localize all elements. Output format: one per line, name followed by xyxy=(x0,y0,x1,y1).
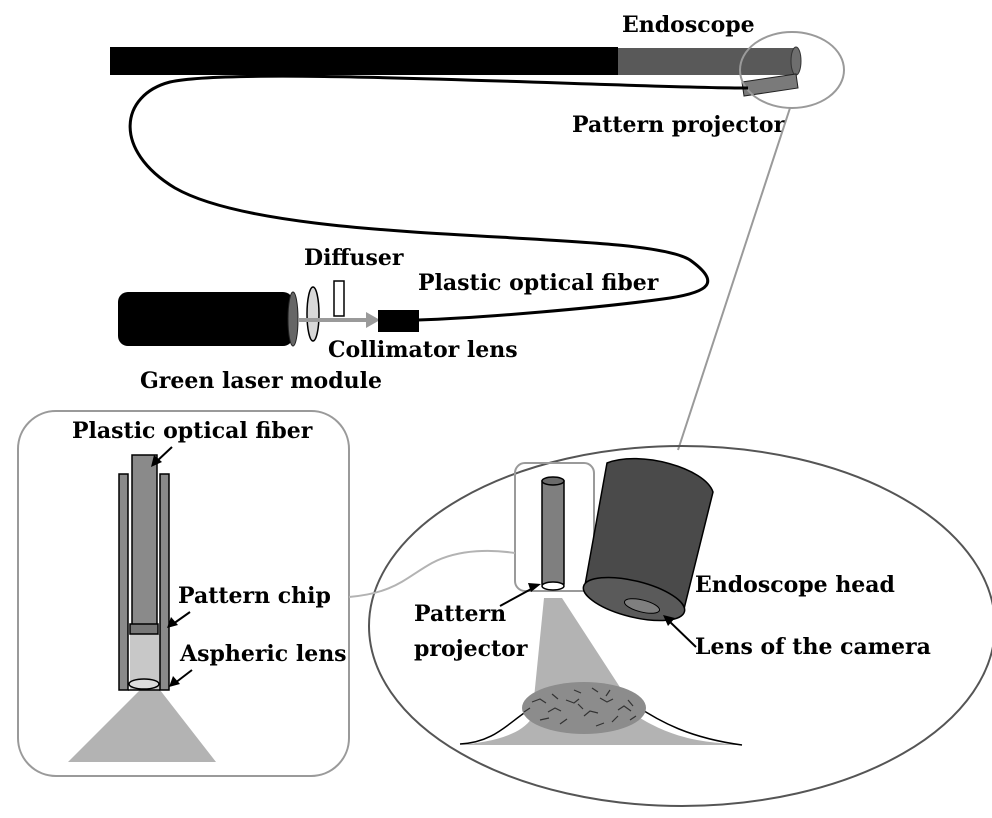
inset-connector-curve xyxy=(348,549,516,598)
camera-lens-arrow xyxy=(663,615,697,648)
pattern-projector-label-line2: projector xyxy=(414,636,528,662)
projector-detail-inset xyxy=(17,410,350,777)
plastic-optical-fiber-label: Plastic optical fiber xyxy=(418,270,659,296)
laser-beam-arrow xyxy=(299,312,380,328)
inset-optical-fiber xyxy=(131,454,158,626)
aspheric-lens-element xyxy=(128,678,160,690)
collimator-lens-label: Collimator lens xyxy=(328,337,518,363)
pattern-chip-label: Pattern chip xyxy=(178,583,331,609)
endoscope-tip xyxy=(618,48,796,75)
endoscope-label: Endoscope xyxy=(622,12,755,38)
pattern-chip-element xyxy=(129,623,159,635)
inset-fiber-label: Plastic optical fiber xyxy=(72,418,313,444)
magnifier-leader-line xyxy=(677,107,791,451)
pattern-speckle xyxy=(523,687,637,727)
illuminated-region xyxy=(460,598,742,745)
pattern-chip-arrow xyxy=(167,611,191,628)
laser-aperture xyxy=(287,291,299,347)
green-laser-module xyxy=(118,291,299,347)
pattern-projector-label-line1: Pattern xyxy=(414,601,506,627)
green-laser-module-label: Green laser module xyxy=(140,368,382,394)
projector-tube-top xyxy=(541,476,565,486)
magnified-view-circle xyxy=(368,445,992,807)
magnified-endoscope-head xyxy=(582,457,714,622)
tissue-surface xyxy=(459,598,743,746)
diffuser-label: Diffuser xyxy=(304,245,404,271)
pattern-projector-top-label: Pattern projector xyxy=(572,112,786,138)
projected-light-cone xyxy=(68,690,216,762)
magnified-pattern-projector xyxy=(541,476,565,591)
projector-tube xyxy=(541,480,565,585)
diffuser-element xyxy=(333,280,345,317)
plastic-optical-fiber-cable xyxy=(128,74,749,322)
tip-magnifier-circle xyxy=(739,31,845,109)
camera-lens-label: Lens of the camera xyxy=(695,634,931,660)
pattern-projector-tip xyxy=(741,73,799,97)
endoscope-shaft xyxy=(110,47,618,75)
housing-wall-left xyxy=(118,473,129,691)
projector-cross-section xyxy=(68,454,216,762)
aspheric-lens-label: Aspheric lens xyxy=(179,641,347,667)
endoscope xyxy=(110,46,802,97)
housing-wall-right xyxy=(159,473,170,691)
fiber-coupler xyxy=(378,310,419,332)
endoscope-tip-face xyxy=(790,46,802,76)
laser-body xyxy=(118,292,293,346)
collimator-lens-element xyxy=(306,286,320,342)
inset-fiber-arrow xyxy=(151,446,173,467)
projector-aperture xyxy=(541,581,565,591)
endoscope-head-label: Endoscope head xyxy=(695,572,895,598)
pattern-projector-arrow xyxy=(499,583,541,607)
projector-callout-box xyxy=(514,462,595,592)
camera-lens xyxy=(623,598,661,614)
aspheric-lens-arrow xyxy=(169,669,193,687)
